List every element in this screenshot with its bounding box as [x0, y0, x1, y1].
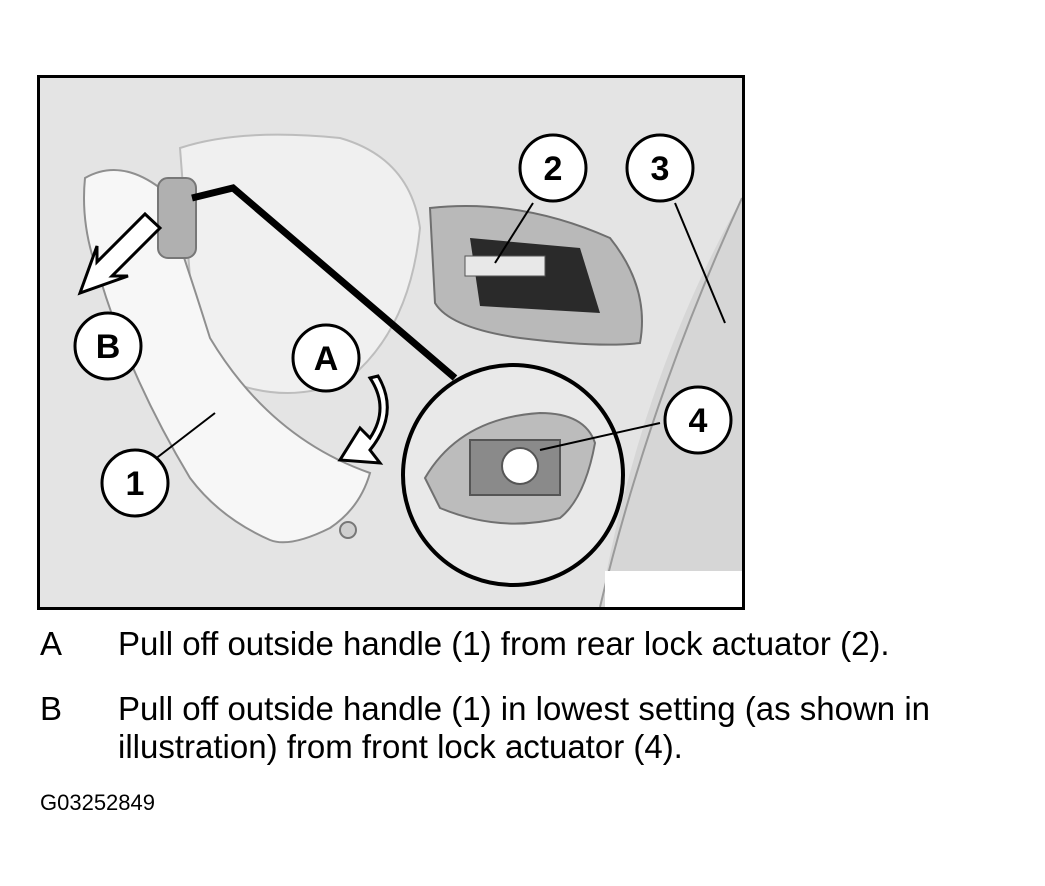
callout-a-label: A — [314, 340, 339, 378]
door-seam — [599, 197, 742, 607]
figure-id: G03252849 — [40, 790, 155, 815]
step-a-letter: A — [40, 625, 63, 662]
handle-screw — [339, 521, 357, 539]
front-actuator-pin — [501, 447, 539, 485]
door-handle-illustration: 2 3 4 1 A B — [40, 78, 742, 607]
arrow-b-icon — [77, 211, 163, 296]
callout-a: A — [291, 323, 361, 393]
leader-4 — [539, 422, 661, 451]
leader-1 — [149, 412, 216, 464]
step-b-text: Pull off outside handle (1) in lowest se… — [118, 690, 931, 765]
arrow-a-icon — [337, 374, 389, 465]
callout-b-label: B — [96, 328, 121, 366]
inset-leader-line — [191, 184, 458, 381]
callout-3-label: 3 — [651, 150, 670, 188]
illustration-frame: 2 3 4 1 A B — [37, 75, 745, 610]
step-a-text: Pull off outside handle (1) from rear lo… — [118, 625, 890, 662]
callout-b: B — [73, 311, 143, 381]
handle-mount — [157, 177, 197, 259]
callout-2-label: 2 — [544, 150, 563, 188]
callout-4-label: 4 — [689, 402, 708, 440]
callout-2: 2 — [518, 133, 588, 203]
callout-4: 4 — [663, 385, 733, 455]
leader-2 — [494, 202, 534, 264]
corner-patch — [605, 571, 742, 607]
callout-3: 3 — [625, 133, 695, 203]
callout-1-label: 1 — [126, 465, 145, 503]
callout-1: 1 — [100, 448, 170, 518]
leader-3 — [674, 202, 726, 324]
rear-actuator-lever — [464, 255, 546, 277]
step-b-letter: B — [40, 690, 63, 727]
